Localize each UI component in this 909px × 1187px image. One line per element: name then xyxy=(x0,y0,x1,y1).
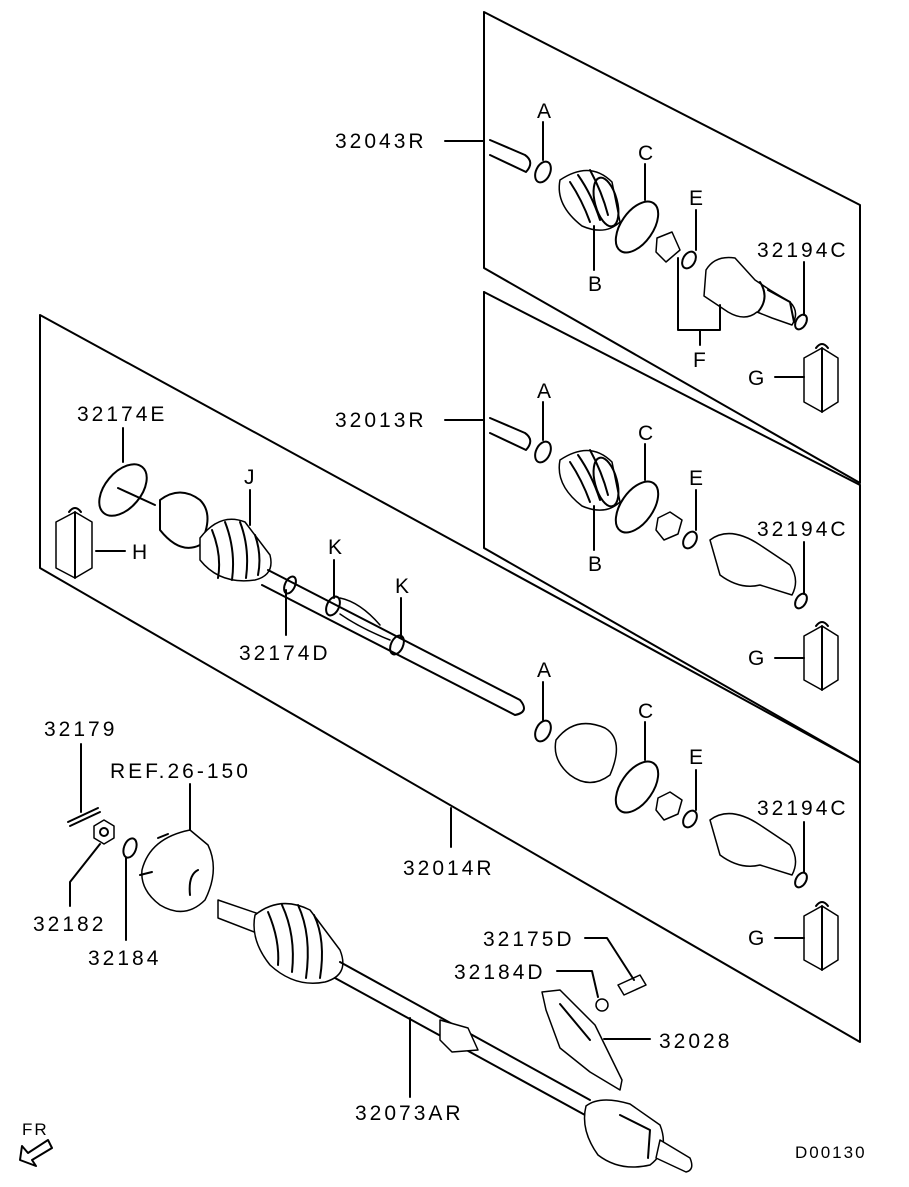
label-C-3: C xyxy=(638,700,656,723)
label-J: J xyxy=(244,466,258,489)
drawing-code: D00130 xyxy=(795,1143,867,1162)
label-32014R[interactable]: 32014R xyxy=(403,857,495,880)
outer-boot-icon xyxy=(253,902,344,984)
label-32194C[interactable]: 32194C xyxy=(757,239,849,262)
label-A-2: A xyxy=(537,380,554,403)
label-32174E[interactable]: 32174E xyxy=(77,403,167,426)
label-E-2: E xyxy=(689,467,706,490)
label-32194C-2[interactable]: 32194C xyxy=(757,518,849,541)
label-K-2: K xyxy=(395,575,412,598)
inner-joint-housing-icon xyxy=(703,256,797,326)
kit-panel-32014R xyxy=(39,314,861,1043)
label-B-2: B xyxy=(588,553,605,576)
label-fr: FR xyxy=(22,1120,49,1139)
kit-panel-32013R xyxy=(444,291,861,764)
labels: 32043R A B C E F 32194C G 32013R A B C E… xyxy=(22,100,867,1162)
label-G: G xyxy=(748,367,767,390)
label-F: F xyxy=(693,349,709,372)
kit-panel-32043R xyxy=(444,11,861,484)
boot-B-icon-2 xyxy=(558,449,621,511)
label-K: K xyxy=(328,536,345,559)
label-E-3: E xyxy=(689,746,706,769)
label-G-2: G xyxy=(748,647,767,670)
label-ref-26-150[interactable]: REF.26-150 xyxy=(110,760,251,783)
label-32174D[interactable]: 32174D xyxy=(239,642,331,665)
nut-32182-icon xyxy=(93,819,115,845)
label-A-3: A xyxy=(537,659,554,682)
label-32013R[interactable]: 32013R xyxy=(335,409,427,432)
boot-J-icon xyxy=(199,518,272,582)
label-32043R[interactable]: 32043R xyxy=(335,130,427,153)
label-A: A xyxy=(537,100,554,123)
label-32184[interactable]: 32184 xyxy=(88,947,161,970)
grease-G-icon xyxy=(803,343,839,413)
label-C-2: C xyxy=(638,422,656,445)
grease-G-icon-3 xyxy=(803,901,839,971)
label-32194C-3[interactable]: 32194C xyxy=(757,797,849,820)
label-B: B xyxy=(588,273,605,296)
label-32179[interactable]: 32179 xyxy=(44,718,117,741)
front-direction-arrow-icon xyxy=(19,1139,53,1167)
label-C: C xyxy=(638,142,656,165)
label-32184D[interactable]: 32184D xyxy=(454,961,546,984)
inner-joint-icon xyxy=(583,1099,693,1173)
hub-and-fasteners xyxy=(67,743,214,941)
drive-shaft-32073AR-icon xyxy=(217,899,693,1173)
boot-B-icon xyxy=(558,169,621,231)
hub-flange-icon xyxy=(139,829,214,913)
label-H: H xyxy=(132,541,150,564)
bolt-32175D-icon xyxy=(584,937,647,996)
label-32182[interactable]: 32182 xyxy=(33,913,106,936)
label-G-3: G xyxy=(748,927,767,950)
nut-32184D-icon xyxy=(556,970,609,1012)
grease-H-icon xyxy=(55,507,93,579)
grease-G-icon-2 xyxy=(803,621,839,691)
label-32028[interactable]: 32028 xyxy=(659,1030,732,1053)
bracket-32028-icon xyxy=(541,989,651,1091)
label-E: E xyxy=(689,187,706,210)
label-32175D[interactable]: 32175D xyxy=(483,928,575,951)
label-32073AR[interactable]: 32073AR xyxy=(355,1102,464,1125)
